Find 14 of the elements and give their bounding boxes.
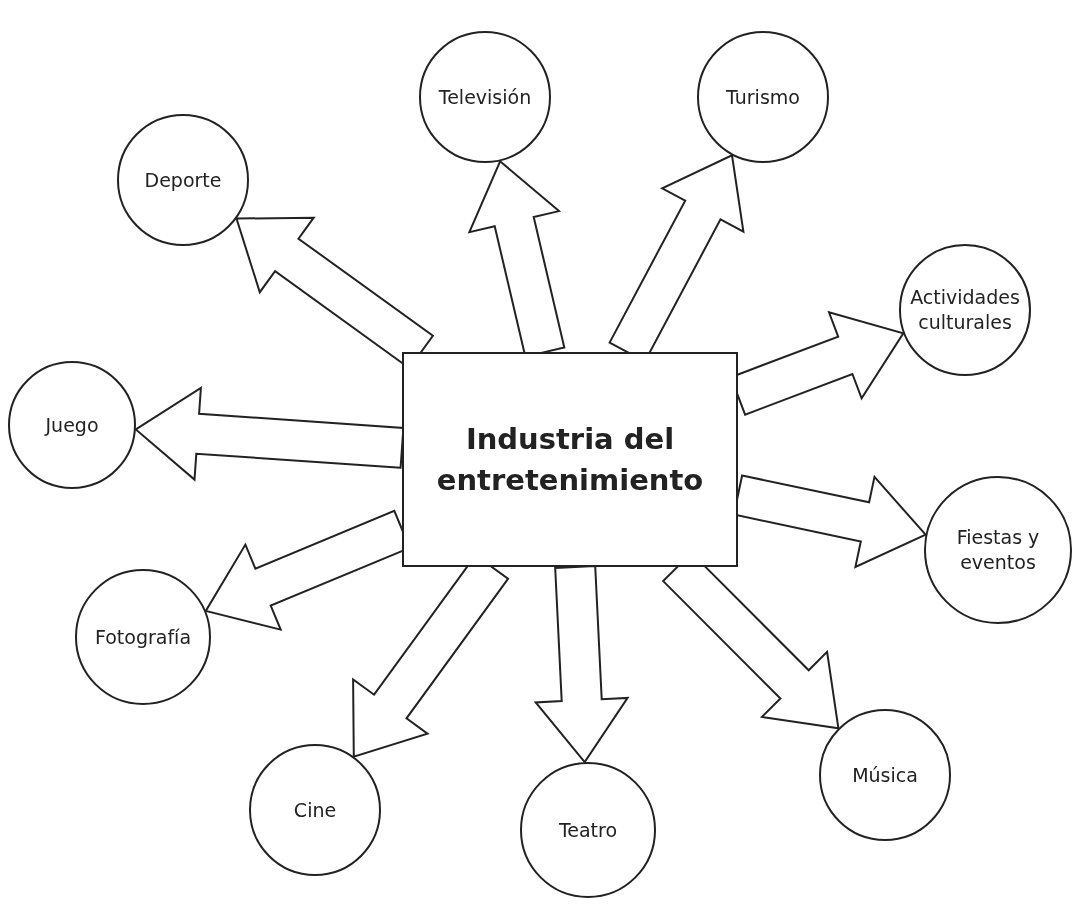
- topic-label: Fiestas y eventos: [955, 525, 1041, 575]
- topic-label: Música: [852, 762, 918, 788]
- topic-label: Deporte: [144, 167, 222, 193]
- block-arrow: [533, 564, 630, 764]
- topic-label: Televisión: [438, 84, 532, 110]
- central-label: Industria del entretenimiento: [435, 420, 705, 499]
- topic-label: Actividades culturales: [909, 285, 1021, 335]
- topic-label: Juego: [45, 412, 99, 438]
- block-arrow: [134, 385, 405, 482]
- topic-label: Cine: [293, 797, 337, 823]
- topic-label: Teatro: [558, 817, 618, 843]
- topic-label: Fotografía: [94, 624, 192, 650]
- central-box: [402, 352, 738, 567]
- topic-label: Turismo: [726, 84, 800, 110]
